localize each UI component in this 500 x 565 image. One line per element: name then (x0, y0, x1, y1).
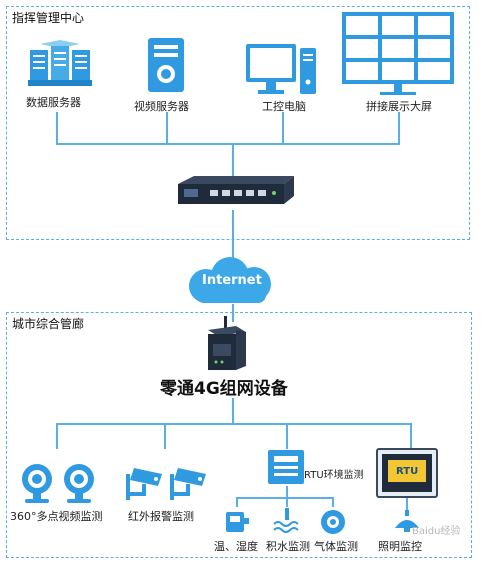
industrial-pc-icon (244, 42, 320, 96)
4g-router-icon (200, 316, 252, 372)
gas-label: 气体监测 (314, 540, 358, 553)
data-server-icon (26, 40, 94, 92)
center-bus-line (56, 143, 400, 145)
lighting-rtu-label: RTU (396, 466, 419, 477)
bus-to-switch-line (232, 143, 234, 176)
infrared-camera-icon-1 (124, 464, 164, 502)
internet-label: Internet (202, 273, 262, 288)
command-center-title: 指挥管理中心 (12, 11, 85, 25)
lighting-link (410, 423, 412, 449)
infrared-link (164, 423, 166, 449)
video-monitor-link (56, 423, 58, 449)
water-level-label: 积水监测 (266, 540, 310, 553)
video-server-icon (142, 36, 190, 94)
internet-to-gateway-line (232, 304, 234, 322)
video-wall-icon (340, 10, 456, 96)
ipc-link (282, 112, 284, 144)
video-camera-icon-2 (62, 462, 96, 504)
infrared-camera-icon-2 (168, 464, 208, 502)
data-server-label: 数据服务器 (26, 96, 81, 109)
temp-humidity-sensor-icon (224, 508, 250, 536)
video-wall-label: 拼接展示大屏 (366, 100, 432, 113)
city-corridor-box (6, 312, 472, 558)
lighting-label: 照明监控 (378, 540, 422, 553)
rtu-down-line (286, 486, 288, 498)
video-server-link (166, 112, 168, 144)
switch-to-internet-line (232, 210, 234, 262)
city-corridor-title: 城市综合管廊 (12, 317, 85, 331)
video-wall-link (398, 112, 400, 144)
water-link (286, 497, 288, 507)
watermark: Baidu经验 (412, 526, 461, 537)
industrial-pc-label: 工控电脑 (262, 100, 306, 113)
temp-humidity-label: 温、湿度 (214, 540, 258, 553)
rtu-env-label: RTU环境监测 (304, 470, 364, 481)
video-camera-icon-1 (20, 462, 54, 504)
gateway-to-bus-line (232, 398, 234, 424)
lighting-rtu-icon (376, 448, 438, 498)
infrared-alarm-label: 红外报警监测 (128, 510, 194, 523)
internet-cloud-icon (178, 256, 284, 306)
corridor-bus-line (56, 423, 412, 425)
rtu-env-link (286, 423, 288, 449)
firewall-switch-icon (174, 174, 298, 210)
4g-gateway-label: 零通4G组网设备 (160, 379, 288, 399)
water-level-sensor-icon (272, 508, 302, 536)
gas-sensor-icon (318, 508, 348, 536)
video-monitor-label: 360°多点视频监测 (10, 510, 103, 523)
video-server-label: 视频服务器 (134, 100, 189, 113)
command-center-box (6, 6, 470, 240)
rtu-unit-icon (266, 448, 306, 486)
lighting-lamp-icon (392, 510, 422, 536)
temp-link (236, 497, 238, 507)
rtu-branch-line (236, 497, 334, 499)
data-server-link (56, 112, 58, 144)
gas-link (332, 497, 334, 507)
lighting-down-line (406, 498, 408, 510)
